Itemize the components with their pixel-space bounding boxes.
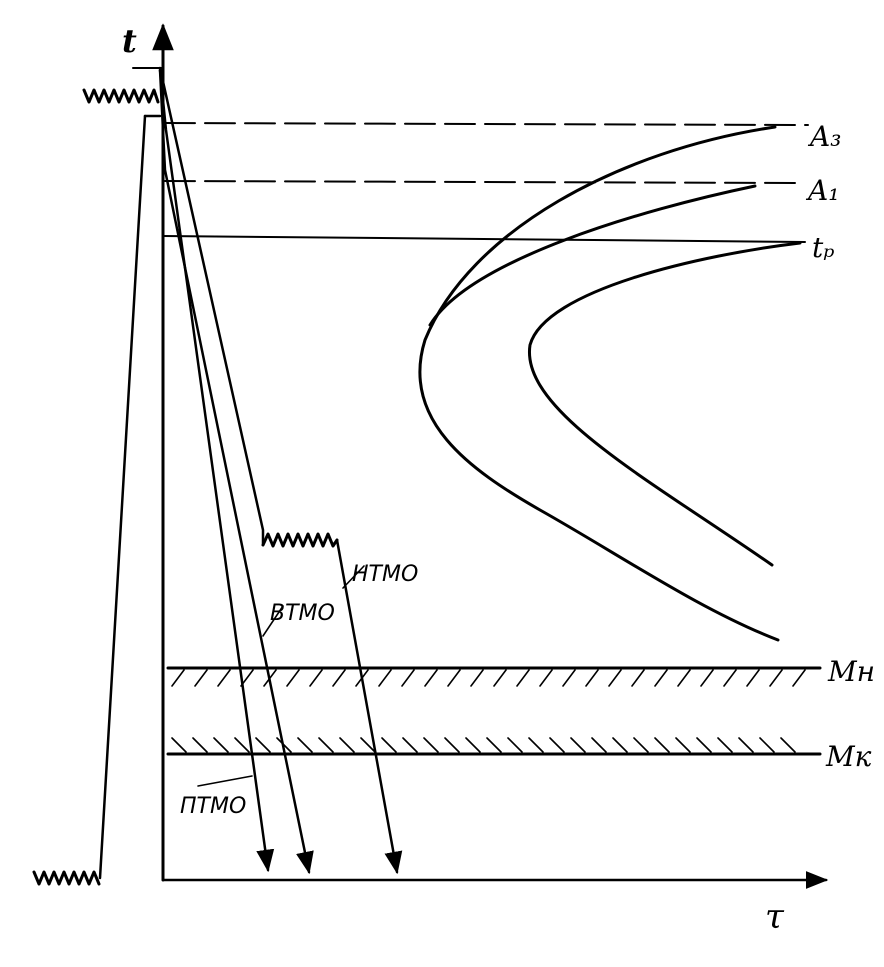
ntmo-leader	[342, 565, 365, 589]
transformation-start-curve	[418, 125, 780, 642]
mf-hatching	[171, 737, 796, 753]
transformation-end-curve	[528, 241, 802, 567]
a3-line	[164, 122, 809, 126]
vtmo-label: ВТМО	[270, 601, 335, 626]
a1-line	[164, 180, 801, 184]
vtmo-cooling-path	[158, 68, 314, 875]
ptmo-leader	[197, 775, 253, 787]
tp-line	[162, 235, 806, 243]
time-axis-label: τ	[765, 897, 785, 937]
deformation-zigzag-top	[82, 88, 160, 104]
ntmo-final-quench	[335, 538, 403, 875]
ms-hatching	[171, 669, 806, 687]
vtmo-leader	[262, 605, 284, 637]
ms-label: Mн	[827, 655, 875, 688]
ptmo-cooling-path	[158, 68, 275, 873]
heating-line	[98, 114, 147, 880]
ntmo-label: НТМО	[352, 562, 418, 587]
a1-label: A₁	[805, 174, 839, 207]
heating-zigzag-bottom	[32, 870, 101, 886]
ntmo-cooling-path	[158, 66, 265, 547]
ptmo-label: ПТМО	[180, 794, 246, 819]
ntmo-deformation-zigzag	[261, 532, 339, 548]
a3-label: A₃	[807, 120, 841, 153]
mf-label: Mк	[825, 740, 872, 773]
tp-label: tₚ	[812, 231, 834, 264]
inner-branch-curve	[428, 184, 757, 327]
temperature-axis-label: t	[122, 22, 137, 60]
